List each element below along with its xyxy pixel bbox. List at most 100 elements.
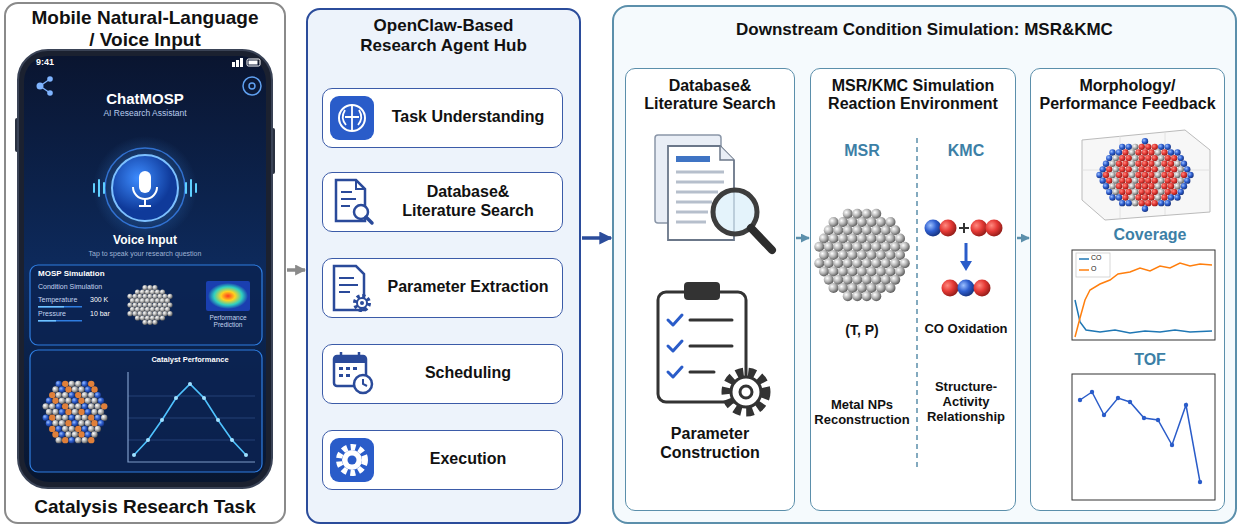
atom: [69, 392, 75, 398]
box-caption: Catalysis Research Task: [34, 496, 255, 518]
drawing-line: [190, 180, 192, 196]
box-title: Downstream Condition Simulation: MSR&KMC: [736, 20, 1113, 40]
atom: [43, 414, 49, 420]
drawing-g: [1082, 132, 1210, 218]
drawing-rect: [249, 61, 258, 65]
atom: [59, 420, 65, 426]
atom: [1109, 172, 1115, 178]
drawing-polyline: [1080, 392, 1200, 482]
drawing-circle: [1184, 403, 1188, 407]
flow-arrow: [1017, 237, 1029, 240]
atom: [1109, 183, 1115, 189]
drawing-line: [339, 284, 358, 286]
atom: [1155, 194, 1161, 200]
atom: [1116, 183, 1122, 189]
atom: [1152, 166, 1158, 172]
atom: [1165, 200, 1171, 206]
atom: [147, 320, 152, 325]
atom: [75, 414, 81, 420]
panel-subtitle: Condition Simulation: [38, 283, 123, 291]
drawing-rect: [206, 281, 250, 311]
drawing-line: [341, 198, 356, 200]
drawing-polyline: [134, 384, 246, 455]
drawing-line: [139, 205, 151, 207]
atom: [88, 414, 94, 420]
drawing-circle: [740, 386, 752, 398]
drawing-g: [1078, 390, 1202, 484]
atom: [1178, 166, 1184, 172]
atom: [165, 307, 170, 312]
atom: [52, 420, 58, 426]
atom: [157, 302, 162, 307]
atom: [1178, 177, 1184, 183]
drawing-rect: [30, 350, 262, 472]
box-title: Execution: [430, 450, 506, 468]
atom: [65, 420, 71, 426]
atom: [157, 294, 162, 299]
atom: [1152, 189, 1158, 195]
atom: [145, 289, 150, 294]
atom: [162, 302, 167, 307]
drawing-g: [341, 192, 356, 206]
atom: [1171, 166, 1177, 172]
condition-label: (T, P): [817, 322, 907, 338]
atom: [1126, 166, 1132, 172]
atom: [1122, 149, 1128, 155]
atom: [1106, 155, 1112, 161]
atom: [46, 420, 52, 426]
atom: [98, 409, 104, 415]
drawing-circle: [958, 280, 975, 297]
atom: [78, 431, 84, 437]
drawing-rect: [247, 59, 260, 66]
atom: [862, 291, 872, 301]
atom: [871, 291, 881, 301]
atom: [1168, 183, 1174, 189]
atom: [1155, 149, 1161, 155]
atom: [1161, 161, 1167, 167]
atom: [1142, 149, 1148, 155]
atom: [142, 294, 147, 299]
atom: [1132, 166, 1138, 172]
flow-arrow: [796, 237, 809, 240]
atom: [132, 311, 137, 316]
panel-title: MOSP Simulation: [38, 269, 128, 278]
drawing-g: [339, 278, 358, 292]
drawing-g: [339, 367, 357, 377]
drawing-line: [195, 184, 197, 192]
drawing-line: [366, 217, 372, 223]
drawing-rect: [346, 367, 350, 370]
atom: [1139, 200, 1145, 206]
atom: [1116, 149, 1122, 155]
atom: [1122, 161, 1128, 167]
drawing-circle: [37, 83, 44, 90]
atom: [1132, 155, 1138, 161]
atom: [152, 294, 157, 299]
atom: [1139, 155, 1145, 161]
atom: [1103, 183, 1109, 189]
atom: [46, 409, 52, 415]
atom: [1142, 172, 1148, 178]
atom: [1106, 177, 1112, 183]
atom: [95, 392, 101, 398]
atom: [52, 409, 58, 415]
atom: [1109, 194, 1115, 200]
app-subtitle: AI Research Assistant: [70, 109, 220, 119]
atom: [85, 420, 91, 426]
drawing-circle: [243, 77, 261, 95]
drawing-circle: [1198, 480, 1202, 484]
atom: [1145, 155, 1151, 161]
process-box: Parameter Extraction: [322, 258, 563, 318]
drawing-path: [720, 146, 734, 160]
atom: [137, 294, 142, 299]
atom: [1116, 172, 1122, 178]
atom: [142, 285, 147, 290]
atom: [130, 307, 135, 312]
atom: [1142, 194, 1148, 200]
drawing-line: [340, 352, 343, 359]
atom: [101, 403, 107, 409]
drawing-circle: [1090, 390, 1094, 394]
parameter-name: Temperature: [38, 296, 88, 304]
atom: [1184, 177, 1190, 183]
atom: [72, 398, 78, 404]
atom: [69, 414, 75, 420]
